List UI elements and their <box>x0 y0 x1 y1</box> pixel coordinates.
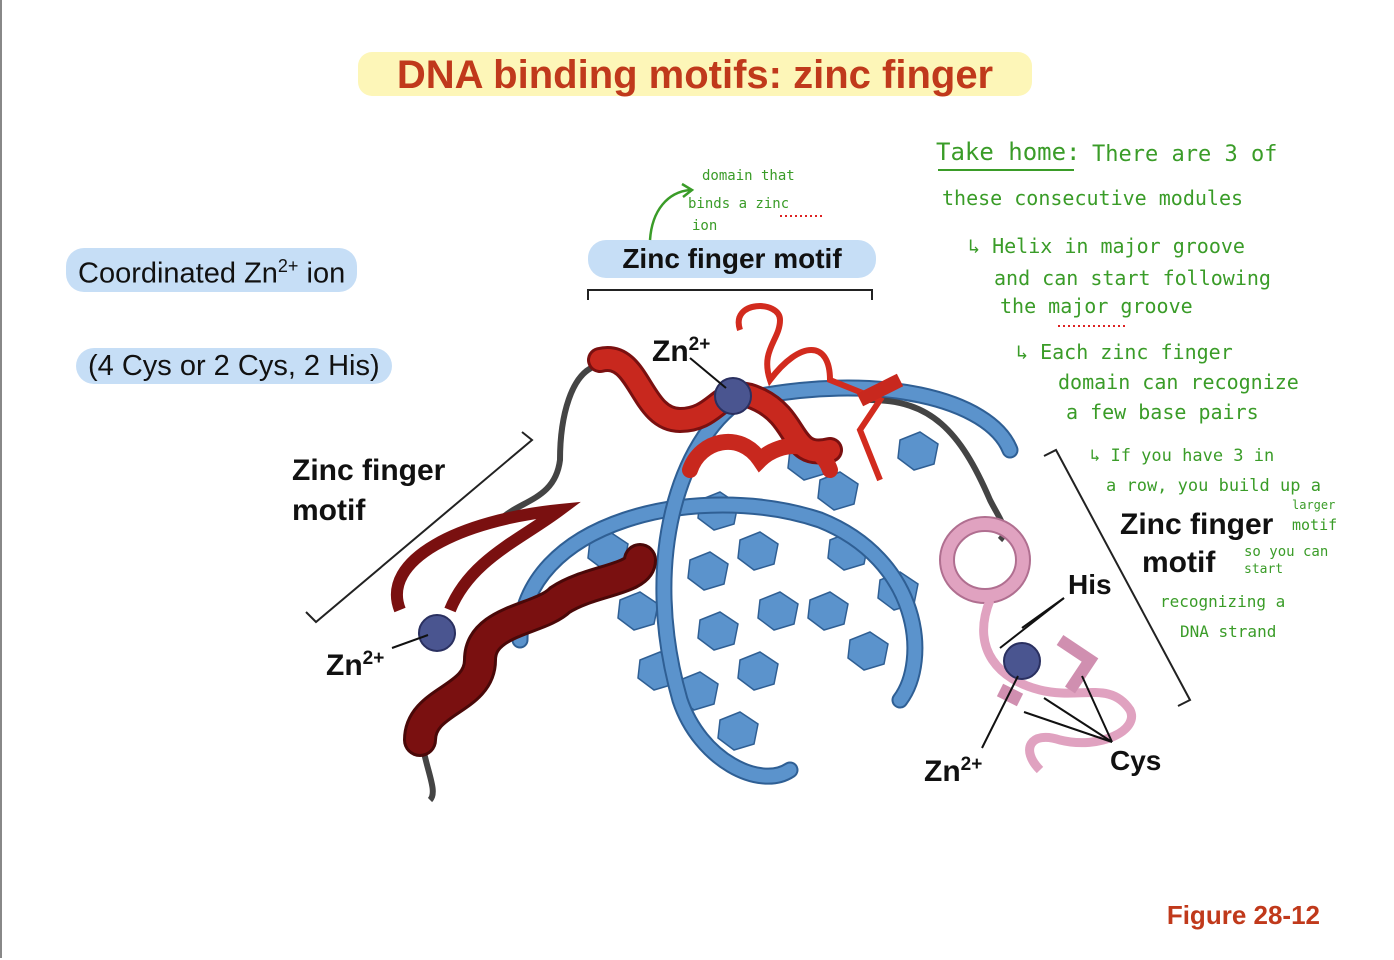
cys-label: Cys <box>1110 745 1162 776</box>
zn-sup-left: 2+ <box>362 648 385 669</box>
zinc-finger-right-line1: Zinc finger <box>1120 508 1274 541</box>
zinc-ion-left <box>418 614 456 652</box>
if-line3: so you can <box>1244 544 1329 560</box>
top-bracket <box>587 289 873 300</box>
note-domain-3: ion <box>692 218 718 234</box>
zn-text-top: Zn <box>652 335 689 368</box>
zn-label-right: Zn2+ <box>924 746 982 791</box>
helix-line1: ↳ Helix in major groove <box>968 234 1245 258</box>
zinc-ion-right <box>1003 642 1041 680</box>
figure-label: Figure 28-12 <box>1166 900 1320 930</box>
coordinated-sup: 2+ <box>277 256 299 276</box>
if-start: start <box>1244 562 1284 577</box>
if-line1: ↳ If you have 3 in <box>1090 446 1275 466</box>
if-line5: DNA strand <box>1180 622 1277 641</box>
right-zinc-finger-pink <box>939 516 1136 774</box>
left-zinc-finger-darkred <box>391 501 657 757</box>
zn-text-right: Zn <box>924 755 961 788</box>
cys-his-pill: (4 Cys or 2 Cys, 2 His) <box>76 348 392 384</box>
his-label: His <box>1068 569 1112 600</box>
zinc-finger-motif-top-label: Zinc finger motif <box>588 240 876 278</box>
slide-title: DNA binding motifs: zinc finger <box>358 52 1032 97</box>
take-home-label: Take home: <box>936 138 1081 166</box>
right-bracket <box>1043 448 1192 707</box>
each-line1: ↳ Each zinc finger <box>1016 340 1233 364</box>
take-home-line2: these consecutive modules <box>942 186 1244 210</box>
coordinated-suffix: ion <box>298 257 346 290</box>
zinc-finger-left-line1: Zinc finger <box>292 454 446 487</box>
coordinated-text: Coordinated Zn <box>78 257 278 290</box>
zinc-finger-right-line2: motif <box>1142 546 1216 579</box>
helix-line2: and can start following <box>994 266 1271 290</box>
left-bracket <box>305 431 534 624</box>
note-domain-1: domain that <box>702 168 795 184</box>
zn-sup-top: 2+ <box>688 334 711 355</box>
if-line2: a row, you build up a <box>1106 476 1321 496</box>
if-larger: larger <box>1292 498 1336 512</box>
zn-sup-right: 2+ <box>960 754 983 775</box>
note-domain-2: binds a zinc <box>688 196 790 212</box>
each-line2: domain can recognize <box>1058 370 1299 394</box>
dna-bases <box>587 431 939 751</box>
zn-label-left: Zn2+ <box>326 640 384 685</box>
if-motif: motif <box>1292 516 1338 534</box>
dna-backbone-1 <box>513 498 922 707</box>
if-line4: recognizing a <box>1160 592 1286 611</box>
helix-line3: the major groove <box>1000 294 1193 318</box>
zn-text-left: Zn <box>326 649 363 682</box>
zn-label-top: Zn2+ <box>652 326 710 371</box>
each-line3: a few base pairs <box>1066 400 1259 424</box>
zinc-finger-left-line2: motif <box>292 494 366 527</box>
coordinated-zn-pill: Coordinated Zn2+ ion <box>66 248 358 292</box>
take-home-line1: There are 3 of <box>1092 142 1278 167</box>
linker-left <box>497 362 601 523</box>
